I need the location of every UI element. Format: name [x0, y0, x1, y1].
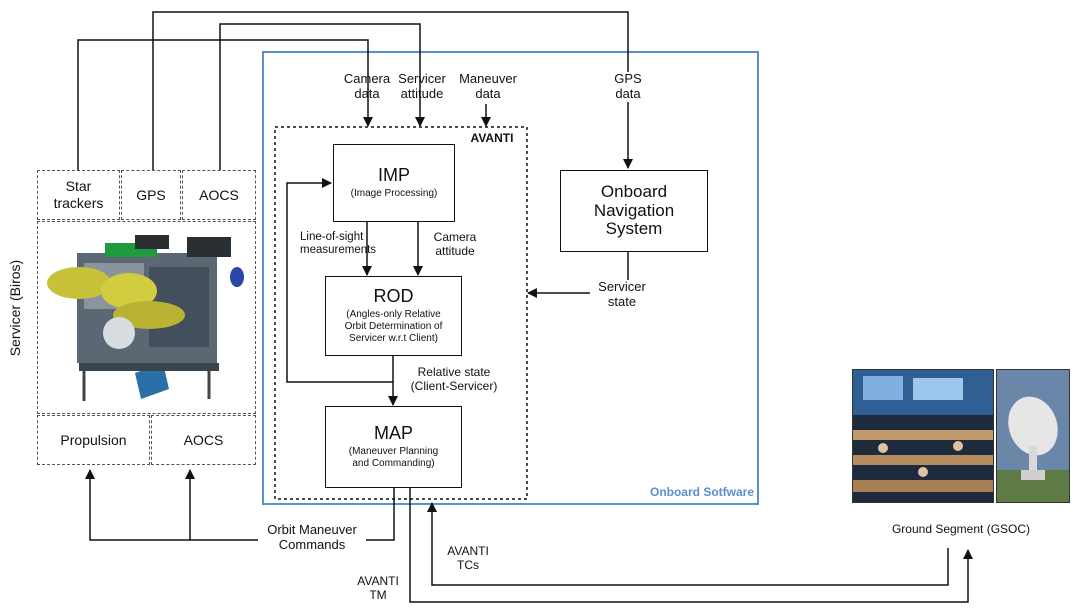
aocs-top-box: AOCS	[182, 170, 256, 220]
aocs-bottom-box: AOCS	[151, 415, 256, 465]
map-box: MAP (Maneuver Planning and Commanding)	[325, 406, 462, 488]
satellite-illustration	[47, 235, 244, 401]
rod-box: ROD (Angles-only Relative Orbit Determin…	[325, 276, 462, 356]
imp-subtitle: (Image Processing)	[350, 188, 438, 200]
propulsion-box: Propulsion	[37, 415, 150, 465]
gps-data-label: GPS data	[605, 71, 651, 102]
ground-segment-label: Ground Segment (GSOC)	[891, 522, 1031, 536]
map-subtitle: (Maneuver Planning and Commanding)	[348, 446, 439, 470]
onboard-software-frame	[262, 51, 759, 505]
avanti-tcs-label: AVANTI TCs	[447, 544, 489, 572]
rod-title: ROD	[373, 285, 414, 306]
camera-attitude-label: Camera attitude	[433, 230, 477, 258]
tcs-line	[427, 502, 949, 586]
star-trackers-box: Star trackers	[37, 170, 120, 220]
servicer-image-frame	[37, 221, 256, 414]
onboard-software-title: Onboard Sotfware	[649, 485, 754, 499]
orbit-maneuver-line	[85, 469, 395, 541]
avanti-frame	[274, 126, 528, 500]
imp-title: IMP	[377, 164, 410, 185]
map-title: MAP	[373, 422, 413, 443]
control-room-photo	[852, 369, 994, 503]
servicer-attitude-label: Servicer attitude	[398, 71, 446, 101]
imp-box: IMP (Image Processing)	[333, 144, 455, 222]
avanti-title: AVANTI	[470, 131, 514, 145]
gps-box: GPS	[121, 170, 181, 220]
onboard-navigation-box: Onboard Navigation System	[560, 170, 708, 252]
orbit-maneuver-label: Orbit Maneuver Commands	[258, 522, 366, 553]
maneuver-data-label: Maneuver data	[459, 71, 517, 101]
antenna-image	[997, 370, 1069, 502]
rod-subtitle: (Angles-only Relative Orbit Determinatio…	[344, 309, 443, 345]
camera-data-label: Camera data	[343, 71, 391, 101]
servicer-state-label: Servicer state	[590, 279, 654, 310]
antenna-photo	[996, 369, 1070, 503]
aocs-attitude-line	[219, 23, 425, 170]
los-label: Line-of-sight measurements	[300, 231, 377, 257]
tm-line	[409, 488, 973, 603]
servicer-side-label: Servicer (Biros)	[6, 259, 23, 357]
relative-state-label: Relative state (Client-Servicer)	[410, 365, 498, 393]
avanti-tm-label: AVANTI TM	[357, 574, 399, 602]
onboard-navigation-title: Onboard Navigation System	[593, 181, 675, 239]
control-room-image	[853, 370, 993, 502]
feedback-loop-line	[286, 178, 394, 383]
star-tracker-camera-line	[77, 39, 373, 170]
